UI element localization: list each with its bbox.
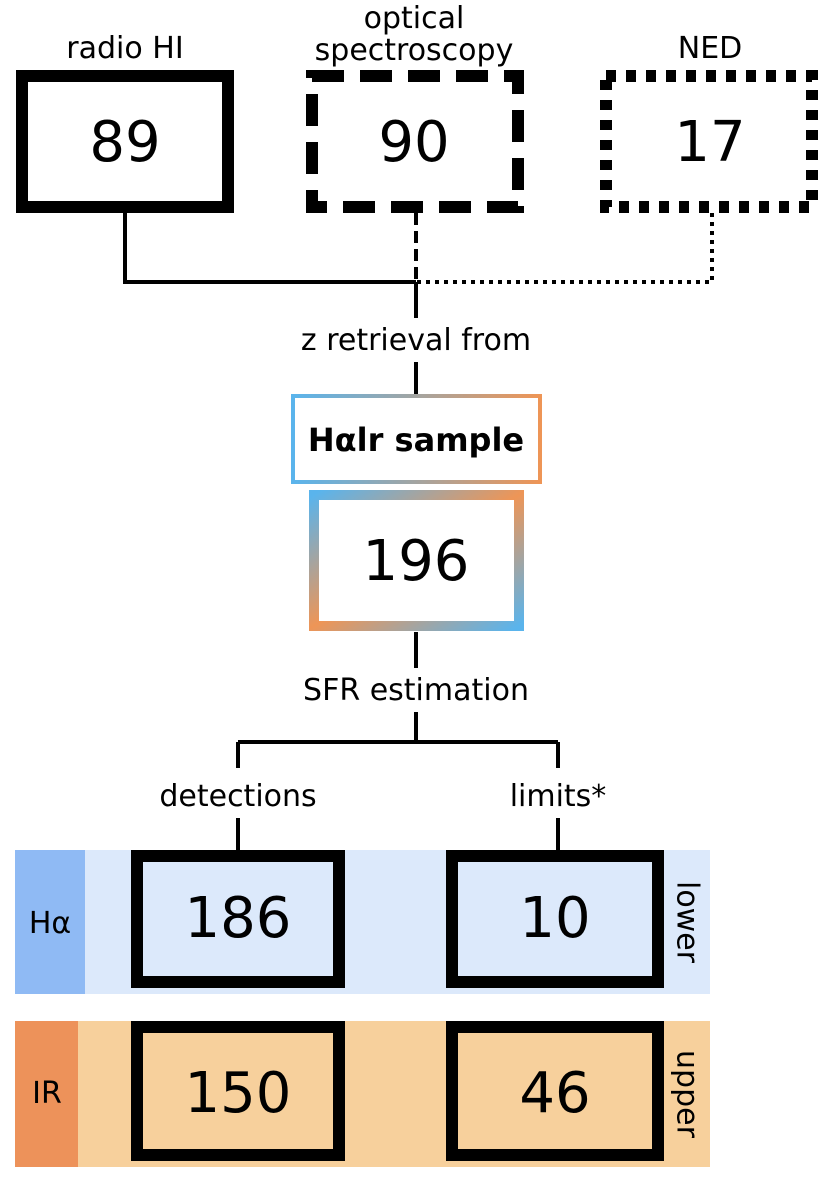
halpha-limits-box bbox=[446, 850, 664, 988]
ir-detections-box bbox=[131, 1021, 345, 1161]
connector-branches-down bbox=[236, 818, 560, 850]
sample-count: 196 bbox=[363, 529, 470, 594]
source-box-ned bbox=[600, 70, 818, 213]
tag-ir: IR bbox=[32, 1076, 62, 1111]
source-label-ned: NED bbox=[678, 31, 743, 66]
source-box-optical bbox=[306, 70, 524, 213]
connector-radio-hi bbox=[123, 213, 416, 284]
ir-detections-count: 150 bbox=[185, 1061, 292, 1126]
source-count-ned: 17 bbox=[674, 110, 745, 175]
ir-limits-box bbox=[446, 1021, 664, 1161]
branch-label-limits: limits* bbox=[510, 779, 607, 814]
sample-title: Hαlr sample bbox=[308, 421, 524, 459]
tag-halpha-bg bbox=[15, 850, 85, 994]
tag-halpha: Hα bbox=[29, 906, 71, 941]
source-label-optical-line2: spectroscopy bbox=[315, 33, 514, 68]
sample-count-box bbox=[309, 490, 524, 631]
sample-title-box bbox=[291, 394, 542, 484]
source-count-radio-hi: 89 bbox=[89, 110, 160, 175]
z-retrieval-label: z retrieval from bbox=[301, 323, 531, 358]
band-halpha bbox=[15, 850, 710, 994]
tag-ir-bg bbox=[15, 1021, 78, 1167]
halpha-detections-box bbox=[131, 850, 345, 988]
ir-limit-type: upper bbox=[670, 1050, 705, 1139]
band-ir bbox=[15, 1021, 710, 1167]
halpha-limits-count: 10 bbox=[519, 886, 590, 951]
source-label-radio-hi: radio HI bbox=[66, 31, 183, 66]
connector-sfr-split bbox=[236, 712, 560, 768]
sfr-label: SFR estimation bbox=[303, 673, 529, 708]
source-box-radio-hi bbox=[16, 70, 234, 213]
halpha-detections-count: 186 bbox=[185, 886, 292, 951]
source-count-optical: 90 bbox=[378, 110, 449, 175]
ir-limits-count: 46 bbox=[519, 1061, 590, 1126]
branch-label-detections: detections bbox=[159, 779, 316, 814]
source-label-optical-line1: optical bbox=[364, 1, 465, 36]
halpha-limit-type: lower bbox=[670, 881, 705, 964]
connector-ned bbox=[416, 213, 714, 284]
